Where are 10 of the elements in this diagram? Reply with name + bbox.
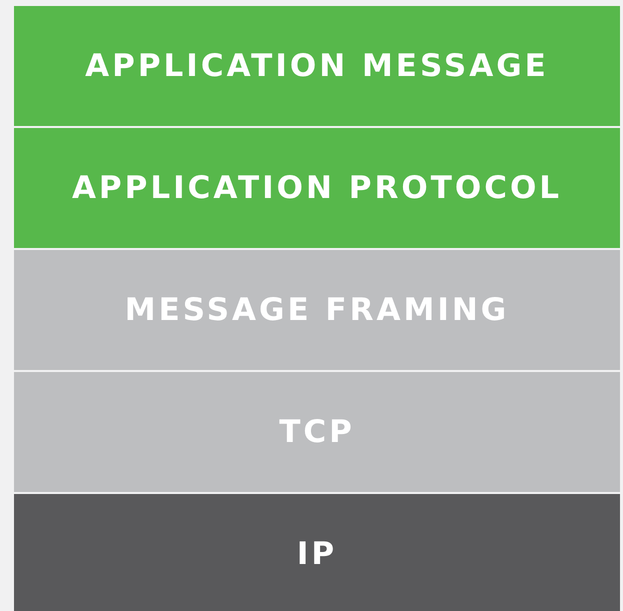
layer-band [14,128,620,248]
layer-band [14,6,620,126]
layer-band [14,372,620,492]
layer-title: MESSAGE FRAMING [124,292,510,328]
layer-band [14,494,620,611]
layer-title: TCP [279,414,355,450]
layer-title: APPLICATION PROTOCOL [72,170,562,206]
layer-title: IP [296,536,338,572]
layer-title: APPLICATION MESSAGE [85,48,549,84]
layer-band [14,250,620,370]
